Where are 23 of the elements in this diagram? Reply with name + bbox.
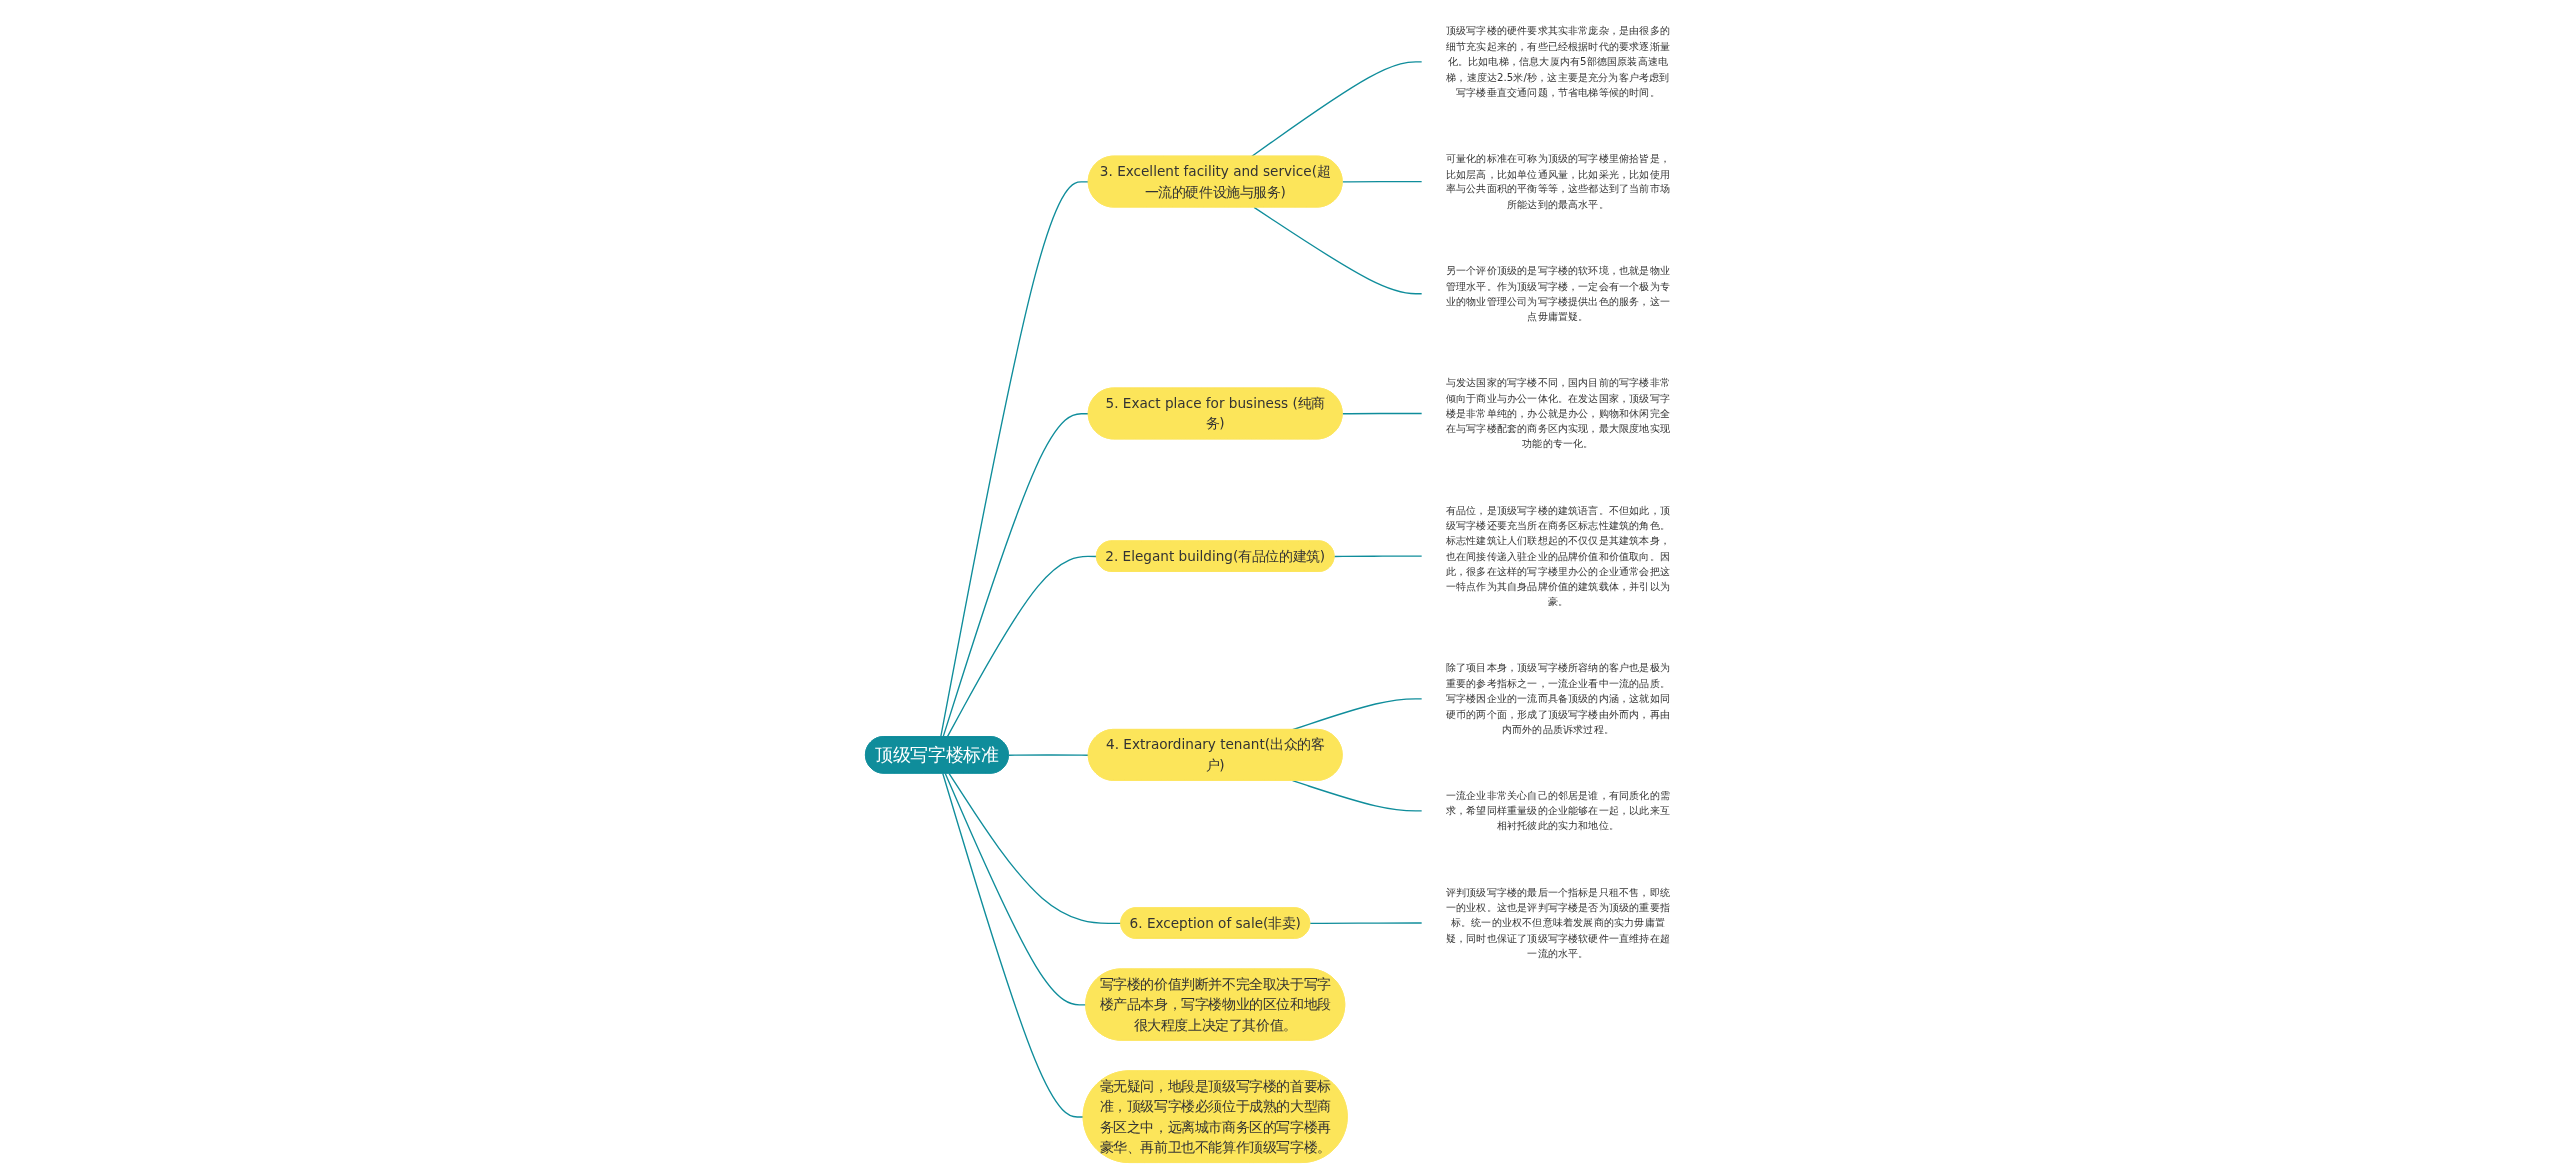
node-text: 评判顶级写字楼的最后一个指标是只租不售，即统一的业权。这也是评判写字楼是否为顶级的重要指标。统一的业权不但意味着发展商的实力毋庸置疑，同时也保证了顶级写字楼软硬件一直维持在超一流的水平。 (1446, 886, 1671, 960)
connector (945, 772, 1088, 1006)
connector (942, 413, 1090, 738)
connector (947, 555, 1098, 738)
connector (1342, 180, 1424, 183)
node-text: 有品位，是顶级写字楼的建筑语言。不但如此，顶级写字楼还要充当所在商务区标志性建筑的角色。标志性建筑让人们联想起的不仅仅是其建筑本身，也在间接传递入驻企业的品牌价值和价值取向。因此，很多在这样的写字楼里办公的企业通常会把这一特点作为其自身品牌价值的建筑载体，并引以为豪。 (1446, 504, 1671, 608)
connector (1253, 206, 1424, 295)
connector (1292, 698, 1424, 731)
connector (1342, 412, 1424, 415)
connector (1251, 61, 1424, 158)
node-text: 另一个评价顶级的是写字楼的软环境，也就是物业管理水平。作为顶级写字楼，一定会有一个极为专业的物业管理公司为写字楼提供出色的服务，这一点毋庸置疑。 (1446, 264, 1671, 323)
connector (1309, 922, 1424, 925)
connector (1334, 555, 1424, 558)
node-text: 与发达国家的写字楼不同，国内目前的写字楼非常倾向于商业与办公一体化。在发达国家，顶级写字楼是非常单纯的，办公就是办公，购物和休闲完全在与写字楼配套的商务区内实现，最大限度地实现功能的专一化。 (1446, 376, 1671, 450)
connector (942, 772, 1085, 1118)
connector (1292, 780, 1424, 812)
node-text: 可量化的标准在可称为顶级的写字楼里俯拾皆是，比如层高，比如单位通风量，比如采光，比如使用率与公共面积的平衡等等，这些都达到了当前市场所能达到的最高水平。 (1446, 152, 1671, 211)
connector (1008, 754, 1090, 756)
node-text: 顶级写字楼的硬件要求其实非常庞杂，是由很多的细节充实起来的，有些已经根据时代的要求逐渐量化。比如电梯，信息大厦内有5部德国原装高速电梯，速度达2.5米/秒，这主要是充分为客户考虑到写字楼垂直交通问题，节省电梯等候的时间。 (1446, 25, 1671, 99)
connector (948, 772, 1123, 925)
node-text: 除了项目本身，顶级写字楼所容纳的客户也是极为重要的参考指标之一，一流企业看中一流的品质。写字楼因企业的一流而具备顶级的内涵，这就如同硬币的两个面，形成了顶级写字楼由外而内，再由内而外的品质诉求过程。 (1446, 661, 1671, 736)
node-text: 一流企业非常关心自己的邻居是谁，有同质化的需求，希望同样重量级的企业能够在一起，以此来互相衬托彼此的实力和地位。 (1446, 789, 1671, 833)
connector (940, 181, 1090, 738)
